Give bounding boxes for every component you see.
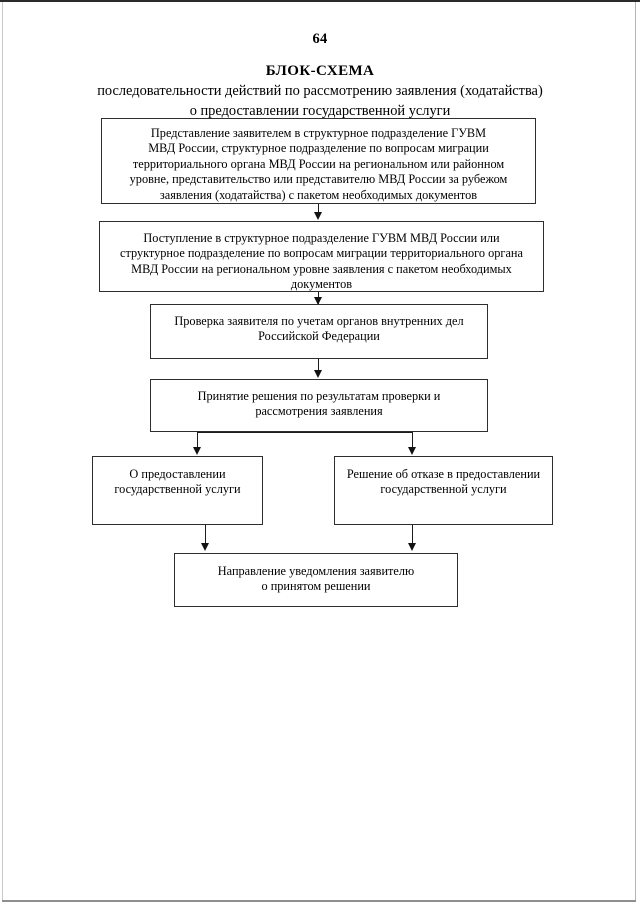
flow-node-line: Принятие решения по результатам проверки…	[197, 389, 441, 403]
flow-node-decision-making: Принятие решения по результатам проверки…	[150, 379, 488, 432]
flow-node-line: уровне, представительство или представит…	[129, 172, 508, 187]
arrowhead-node6	[408, 447, 416, 455]
title-line-2: последовательности действий по рассмотре…	[97, 83, 543, 99]
connector-branch-bus	[197, 432, 413, 433]
flow-node-line: рассмотрения заявления	[255, 404, 383, 419]
connector-node3-to-node4	[318, 359, 319, 374]
scan-edge-left	[2, 2, 3, 901]
arrowhead-node7-left	[201, 543, 209, 551]
flow-node-line: государственной услуги	[114, 482, 241, 497]
connector-node5-to-node7	[205, 525, 206, 545]
title-line-3: о предоставлении государственной услуги	[189, 102, 451, 119]
flow-node-line: Проверка заявителя по учетам органов вну…	[174, 314, 464, 328]
scan-edge-right	[635, 2, 636, 901]
flow-node-line: о принятом решении	[261, 579, 371, 594]
flow-node-text: Представление заявителем в структурное п…	[123, 119, 515, 203]
arrowhead-node3	[314, 297, 322, 305]
flow-node-line: Поступление в структурное подразделение …	[143, 231, 500, 245]
flow-node-line: заявления (ходатайства) с пакетом необхо…	[159, 187, 478, 202]
flow-node-line: МВД России на региональном уровне заявле…	[131, 261, 512, 276]
arrowhead-node4	[314, 370, 322, 378]
flow-node-line: МВД России, структурное подразделение по…	[148, 141, 489, 156]
scan-edge-top	[0, 0, 640, 2]
flow-node-decision-grant-service: О предоставлении государственной услуги	[92, 456, 263, 525]
flow-node-line: Представление заявителем в структурное п…	[150, 126, 487, 140]
flow-node-applicant-check: Проверка заявителя по учетам органов вну…	[150, 304, 488, 359]
flow-node-line: структурное подразделение по вопросам ми…	[120, 246, 523, 261]
flow-node-line: Российской Федерации	[258, 329, 380, 344]
title-main: БЛОК-СХЕМА	[265, 63, 375, 79]
flow-node-text: Направление уведомления заявителю о прин…	[211, 554, 421, 606]
connector-node4-to-node6	[412, 432, 413, 449]
arrowhead-node7-right	[408, 543, 416, 551]
connector-node1-to-node2	[318, 204, 319, 214]
flow-node-text: Решение об отказе в предоставлении госуд…	[340, 457, 547, 524]
connector-node6-to-node7	[412, 525, 413, 545]
flow-node-line: территориального органа МВД России на ре…	[132, 156, 505, 171]
flow-node-line: документов	[290, 277, 353, 292]
scan-edge-bottom	[2, 900, 636, 902]
flow-node-line: Решение об отказе в предоставлении	[346, 467, 541, 481]
arrowhead-node5	[193, 447, 201, 455]
flow-node-submission-of-application: Представление заявителем в структурное п…	[101, 118, 536, 204]
document-title: БЛОК-СХЕМА последовательности действий п…	[40, 62, 600, 120]
flow-node-line: О предоставлении	[129, 467, 226, 481]
flow-node-send-notification: Направление уведомления заявителю о прин…	[174, 553, 458, 607]
page-number: 64	[312, 31, 328, 47]
flow-node-text: Проверка заявителя по учетам органов вну…	[167, 305, 470, 358]
flow-node-line: государственной услуги	[380, 482, 507, 497]
arrowhead-node2	[314, 212, 322, 220]
flow-node-decision-refuse-service: Решение об отказе в предоставлении госуд…	[334, 456, 553, 525]
flow-node-text: Принятие решения по результатам проверки…	[191, 380, 448, 431]
flow-node-text: О предоставлении государственной услуги	[107, 457, 247, 524]
flow-node-line: Направление уведомления заявителю	[217, 564, 415, 578]
connector-node4-to-node5	[197, 432, 198, 449]
flow-node-text: Поступление в структурное подразделение …	[113, 222, 530, 291]
flow-node-receipt-of-application: Поступление в структурное подразделение …	[99, 221, 544, 292]
